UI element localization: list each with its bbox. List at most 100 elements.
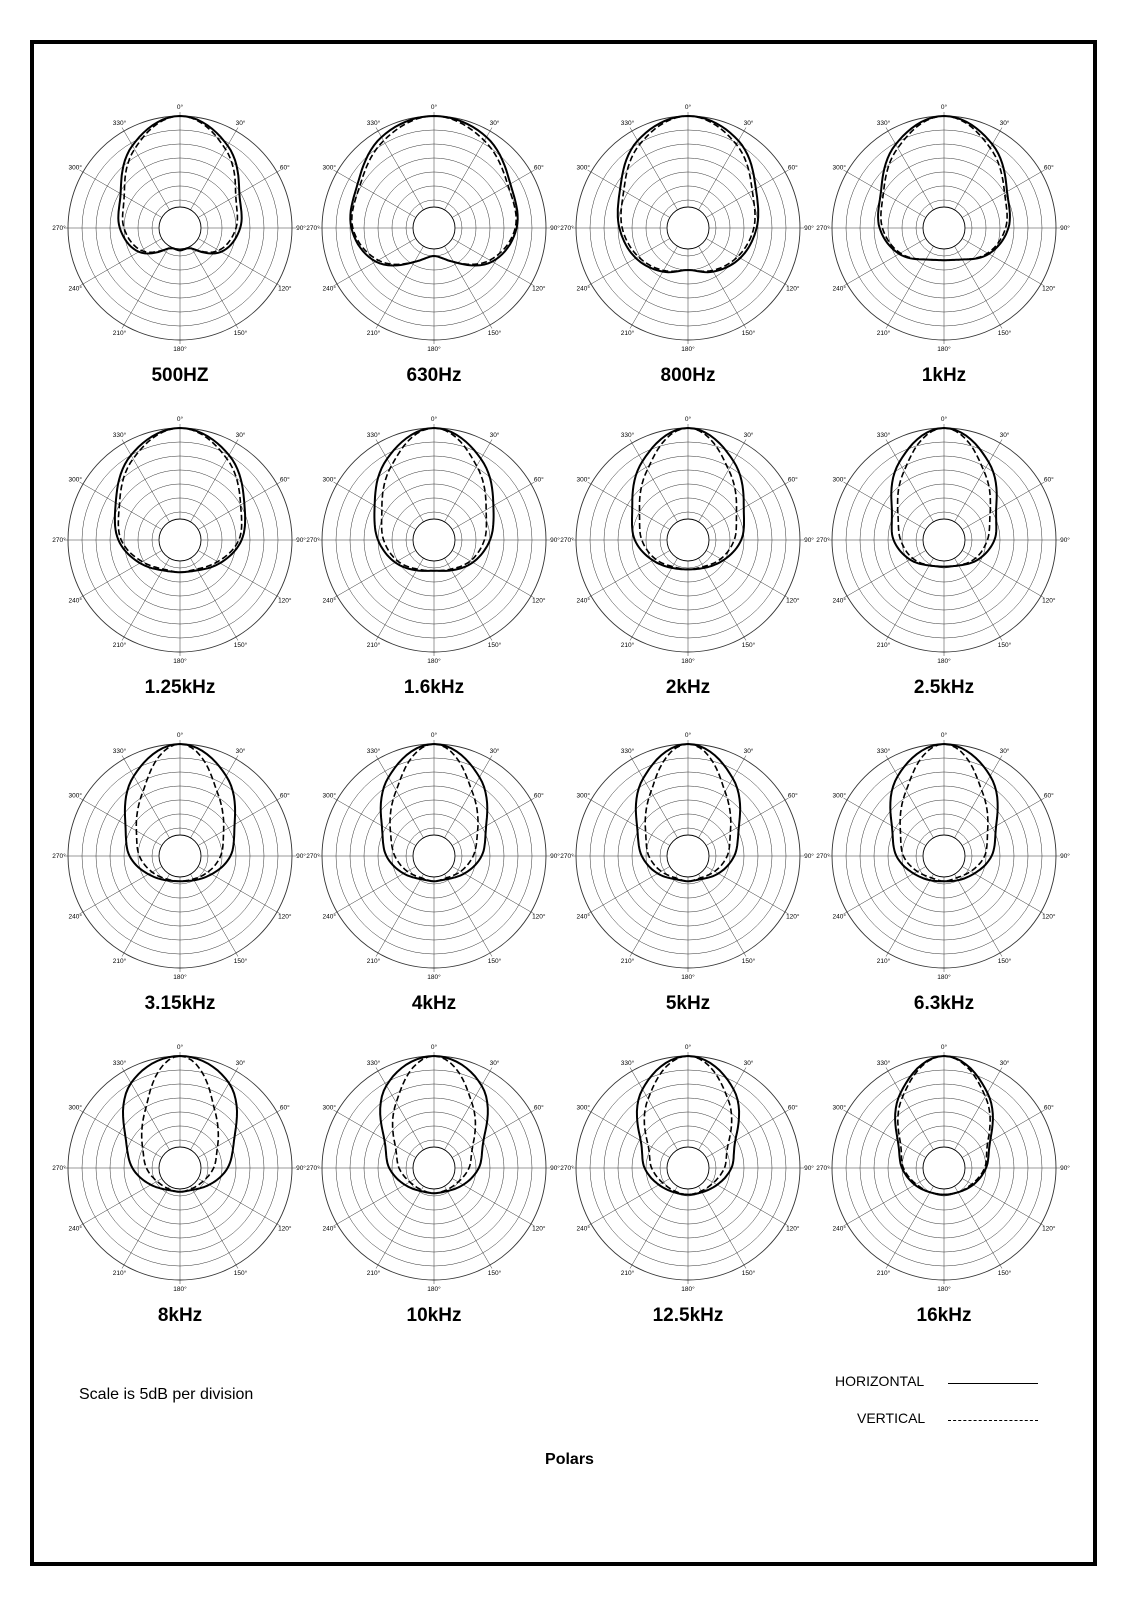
polar-spoke bbox=[190, 127, 239, 210]
angle-tick-label: 270° bbox=[306, 536, 320, 544]
polar-spoke bbox=[954, 755, 1003, 838]
polar-ring bbox=[915, 199, 973, 257]
angle-tick-label: 180° bbox=[937, 1285, 951, 1293]
angle-tick-label: 150° bbox=[998, 329, 1012, 337]
angle-tick-label: 240° bbox=[322, 285, 336, 293]
angle-tick-label: 300° bbox=[322, 476, 336, 484]
angle-tick-label: 0° bbox=[941, 415, 948, 423]
horizontal-series-line bbox=[379, 1054, 489, 1195]
scale-note: Scale is 5dB per division bbox=[79, 1386, 254, 1403]
polar-spoke bbox=[885, 558, 934, 641]
polar-spoke bbox=[444, 1186, 493, 1269]
vertical-series-line bbox=[643, 1055, 733, 1196]
vertical-series-line bbox=[389, 743, 479, 883]
polar-ring bbox=[915, 1139, 973, 1197]
frequency-label: 4kHz bbox=[411, 993, 457, 1014]
polar-panel: 0°30°60°90°120°150°180°210°240°270°300°3… bbox=[306, 103, 560, 353]
angle-tick-label: 270° bbox=[816, 852, 830, 860]
frequency-label: 2.5kHz bbox=[913, 677, 975, 698]
angle-tick-label: 60° bbox=[1044, 792, 1054, 800]
angle-tick-label: 30° bbox=[1000, 431, 1010, 439]
angle-tick-label: 180° bbox=[681, 657, 695, 665]
polar-panel: 0°30°60°90°120°150°180°210°240°270°300°3… bbox=[52, 103, 306, 353]
angle-tick-label: 330° bbox=[621, 747, 635, 755]
angle-tick-label: 330° bbox=[877, 1059, 891, 1067]
polar-spoke bbox=[452, 1109, 535, 1158]
polar-spoke bbox=[587, 238, 670, 287]
polar-spoke bbox=[706, 866, 789, 915]
polar-spoke bbox=[375, 874, 424, 957]
legend-horizontal-label: HORIZONTAL bbox=[835, 1373, 925, 1389]
angle-tick-label: 90° bbox=[804, 224, 814, 232]
polar-spoke bbox=[452, 797, 535, 846]
angle-tick-label: 210° bbox=[367, 1269, 381, 1277]
angle-tick-label: 240° bbox=[68, 285, 82, 293]
polar-spoke bbox=[962, 1178, 1045, 1227]
polar-spoke bbox=[190, 874, 239, 957]
chart-title: Polars bbox=[545, 1451, 594, 1468]
polar-spoke bbox=[587, 1109, 670, 1158]
angle-tick-label: 150° bbox=[234, 1269, 248, 1277]
legend-horizontal-line bbox=[948, 1383, 1038, 1384]
angle-tick-label: 60° bbox=[534, 164, 544, 172]
angle-tick-label: 180° bbox=[427, 657, 441, 665]
frequency-label: 1.6kHz bbox=[403, 677, 465, 698]
polar-inner-ring bbox=[412, 1146, 456, 1190]
polar-inner-ring bbox=[412, 834, 456, 878]
angle-tick-label: 270° bbox=[306, 1164, 320, 1172]
angle-tick-label: 60° bbox=[1044, 164, 1054, 172]
polar-spoke bbox=[706, 169, 789, 218]
horizontal-series-line bbox=[894, 1054, 994, 1196]
angle-tick-label: 90° bbox=[550, 852, 560, 860]
angle-tick-label: 270° bbox=[816, 536, 830, 544]
polar-spoke bbox=[198, 797, 281, 846]
angle-tick-label: 300° bbox=[322, 792, 336, 800]
angle-tick-label: 330° bbox=[113, 747, 127, 755]
horizontal-series-line bbox=[379, 742, 489, 883]
angle-tick-label: 300° bbox=[576, 164, 590, 172]
angle-tick-label: 0° bbox=[177, 415, 184, 423]
angle-tick-label: 120° bbox=[1042, 913, 1056, 921]
polar-inner-ring bbox=[922, 1146, 966, 1190]
angle-tick-label: 270° bbox=[560, 536, 574, 544]
angle-tick-label: 270° bbox=[560, 1164, 574, 1172]
angle-tick-label: 120° bbox=[786, 597, 800, 605]
angle-tick-label: 150° bbox=[742, 329, 756, 337]
polar-spoke bbox=[375, 246, 424, 329]
polar-ring bbox=[405, 511, 463, 569]
angle-tick-label: 330° bbox=[113, 119, 127, 127]
angle-tick-label: 0° bbox=[685, 103, 692, 111]
angle-tick-label: 90° bbox=[1060, 1164, 1070, 1172]
angle-tick-label: 330° bbox=[877, 431, 891, 439]
polar-spoke bbox=[587, 866, 670, 915]
angle-tick-label: 300° bbox=[832, 792, 846, 800]
polar-spoke bbox=[375, 1186, 424, 1269]
angle-tick-label: 330° bbox=[367, 1059, 381, 1067]
polar-panel: 0°30°60°90°120°150°180°210°240°270°300°3… bbox=[52, 1043, 306, 1293]
angle-tick-label: 120° bbox=[1042, 1225, 1056, 1233]
polar-panel: 0°30°60°90°120°150°180°210°240°270°300°3… bbox=[306, 731, 560, 981]
polar-inner-ring bbox=[158, 1146, 202, 1190]
polar-spoke bbox=[962, 481, 1045, 530]
legend-vertical-label: VERTICAL bbox=[857, 1410, 926, 1426]
polar-spoke bbox=[954, 1186, 1003, 1269]
angle-tick-label: 210° bbox=[113, 329, 127, 337]
polar-spoke bbox=[885, 755, 934, 838]
polar-spoke bbox=[587, 169, 670, 218]
polar-spoke bbox=[444, 755, 493, 838]
angle-tick-label: 330° bbox=[877, 747, 891, 755]
angle-tick-label: 210° bbox=[877, 641, 891, 649]
polar-spoke bbox=[587, 1178, 670, 1227]
polar-spoke bbox=[444, 439, 493, 522]
angle-tick-label: 240° bbox=[322, 913, 336, 921]
polar-spoke bbox=[190, 1186, 239, 1269]
polar-spoke bbox=[198, 550, 281, 599]
polar-spoke bbox=[885, 874, 934, 957]
angle-tick-label: 210° bbox=[367, 329, 381, 337]
angle-tick-label: 180° bbox=[681, 973, 695, 981]
angle-tick-label: 30° bbox=[744, 119, 754, 127]
polar-ring bbox=[659, 199, 717, 257]
horizontal-series-line bbox=[890, 426, 998, 568]
angle-tick-label: 300° bbox=[68, 1104, 82, 1112]
